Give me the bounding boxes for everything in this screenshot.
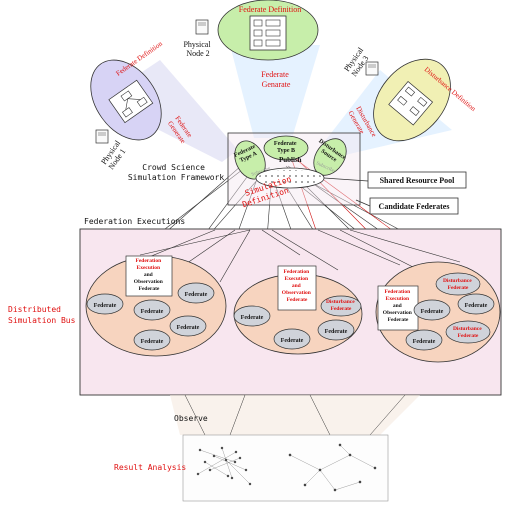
observe-beam xyxy=(170,395,420,435)
candidate-pointer xyxy=(355,199,371,207)
network-graph-left xyxy=(196,446,252,486)
group-2-federates: Federate Federate Federate xyxy=(233,305,355,350)
federate-label: Federate xyxy=(281,338,304,344)
group-1-execution-label: Federation Execution and Observation Fed… xyxy=(134,258,164,292)
federate-generate-top-label: Federate Genarate xyxy=(261,70,291,89)
federate-label: Federate xyxy=(141,309,164,315)
disturbance-federate-node xyxy=(435,272,481,296)
flow-icon xyxy=(388,80,434,126)
federate-label: Federate xyxy=(241,315,264,321)
candidate-federates-box xyxy=(369,197,459,215)
result-analysis-label: Result Analysis xyxy=(114,463,186,472)
disturbance-federate-node xyxy=(320,295,362,317)
federate-label: Federate xyxy=(325,329,348,335)
federate-node xyxy=(457,293,495,315)
computer-icon xyxy=(195,19,209,35)
federate-node xyxy=(405,329,443,351)
group-2-execution-box xyxy=(277,265,317,311)
federate-label: Federate xyxy=(94,303,117,309)
definition-form-icon xyxy=(249,15,287,51)
disturbance-federate-label: Disturbance Federate xyxy=(453,326,483,339)
federate-node xyxy=(233,305,271,327)
federate-node xyxy=(317,319,355,341)
federate-type-b-ellipse xyxy=(263,135,309,161)
crowd-science-label: Crowd Science Simulation Framework xyxy=(128,163,225,182)
federate-node xyxy=(177,282,215,304)
group-1-execution-box xyxy=(125,255,173,297)
federation-executions-label: Federation Executions xyxy=(84,217,185,226)
federate-definition-title: Federate Definition xyxy=(239,5,301,14)
candidate-federates-label: Candidate Federates xyxy=(379,202,450,211)
federate-label: Federate xyxy=(413,339,436,345)
beam-definition-top xyxy=(230,45,320,138)
federate-label: Federate xyxy=(421,309,444,315)
physical-node-2-label: Physical Node 2 xyxy=(183,40,212,58)
subscribe-label-left: Subscribe xyxy=(251,166,272,178)
federate-label: Federate xyxy=(465,303,488,309)
distributed-bus-label: Distributed Simulation Bus xyxy=(8,305,76,325)
network-graph-right xyxy=(288,443,377,492)
group-3-federates: Federate Federate Federate xyxy=(405,293,495,351)
resource-pool-dots xyxy=(258,170,322,186)
publish-label: Publish xyxy=(279,156,302,164)
computer-icon xyxy=(95,129,109,144)
disturbance-federate-label: Disturbance Federate xyxy=(443,278,473,291)
computer-icon xyxy=(365,61,379,76)
shared-resource-pool-box xyxy=(367,171,467,189)
federate-node xyxy=(169,315,207,337)
federate-type-b-label: Federate Type B xyxy=(274,141,298,154)
observe-label: Observe xyxy=(174,414,208,423)
group-3-execution-box xyxy=(377,285,419,331)
federate-node xyxy=(273,328,311,350)
federate-label: Federate xyxy=(185,292,208,298)
group-3-execution-label: Federation Execution and Observation Fed… xyxy=(383,289,413,323)
group-1-federates: Federate Federate Federate Federate Fede… xyxy=(86,282,215,351)
federate-label: Federate xyxy=(177,325,200,331)
resource-pool-pointer xyxy=(323,177,369,182)
hierarchy-icon xyxy=(108,79,154,124)
observe-lines xyxy=(184,394,406,436)
federate-label: Federate xyxy=(141,339,164,345)
group-2-execution-label: Federation Execution and Observation Fed… xyxy=(282,269,312,303)
federate-node xyxy=(413,299,451,321)
federate-node xyxy=(133,299,171,321)
disturbance-federate-label: Disturbance Federate xyxy=(326,299,356,312)
disturbance-federate-node xyxy=(445,320,491,344)
federate-node xyxy=(86,293,124,315)
shared-resource-pool-label: Shared Resource Pool xyxy=(380,176,456,185)
federate-node xyxy=(133,329,171,351)
result-analysis-panel xyxy=(182,434,389,502)
